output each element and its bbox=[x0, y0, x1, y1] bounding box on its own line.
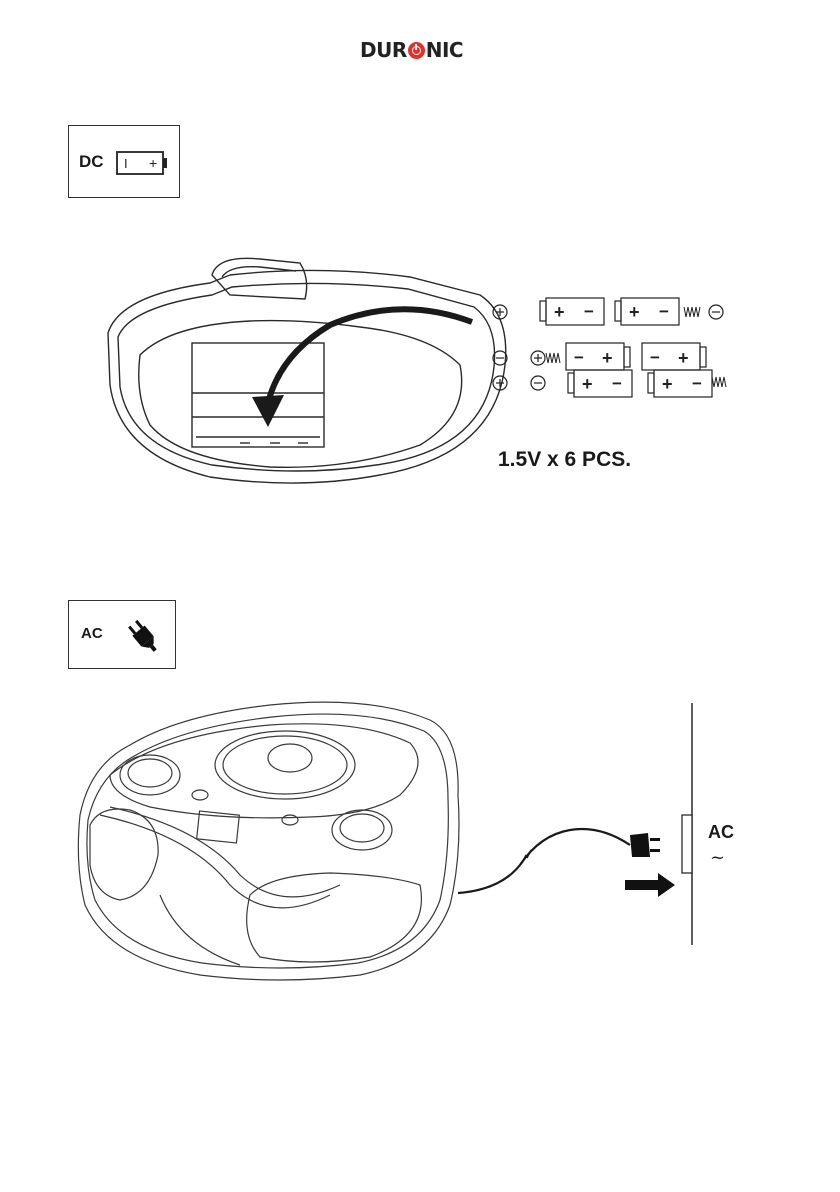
battery-minus-sign: − bbox=[574, 348, 584, 367]
ac-mode-box: AC bbox=[68, 600, 176, 669]
ac-connection-diagram bbox=[70, 695, 770, 985]
battery-minus-sign: − bbox=[692, 374, 702, 393]
battery-plus-sign: + bbox=[662, 374, 673, 394]
battery-row-1: + − + − bbox=[493, 298, 723, 325]
battery-plus-sign: + bbox=[149, 155, 157, 171]
dc-mode-box: DC I + bbox=[68, 125, 180, 198]
power-icon bbox=[408, 42, 425, 59]
ac-label: AC bbox=[81, 625, 103, 642]
battery-minus-sign: − bbox=[650, 348, 660, 367]
battery-quantity-label: 1.5V x 6 PCS. bbox=[498, 448, 631, 472]
battery-minus-sign: I bbox=[124, 156, 128, 171]
dc-label: DC bbox=[79, 152, 104, 172]
logo-text-right: NIC bbox=[426, 38, 463, 62]
battery-plus-sign: + bbox=[678, 348, 689, 368]
battery-minus-sign: − bbox=[584, 302, 594, 321]
battery-row-3: + − + − bbox=[493, 370, 726, 397]
battery-icon: I + bbox=[116, 150, 170, 176]
battery-minus-sign: − bbox=[659, 302, 669, 321]
battery-plus-sign: + bbox=[602, 348, 613, 368]
logo-text-left: DUR bbox=[360, 38, 407, 62]
battery-plus-sign: + bbox=[582, 374, 593, 394]
battery-row-2: − + − + bbox=[493, 343, 706, 370]
battery-plus-sign: + bbox=[554, 302, 565, 322]
battery-minus-sign: − bbox=[612, 374, 622, 393]
battery-plus-sign: + bbox=[629, 302, 640, 322]
alternating-current-symbol: ~ bbox=[710, 847, 725, 868]
battery-compartment-diagram: + − + − − + − + bbox=[100, 255, 750, 500]
duronic-logo: DUR NIC bbox=[360, 36, 480, 64]
outlet-ac-label: AC bbox=[708, 822, 734, 843]
plug-icon bbox=[123, 617, 163, 655]
